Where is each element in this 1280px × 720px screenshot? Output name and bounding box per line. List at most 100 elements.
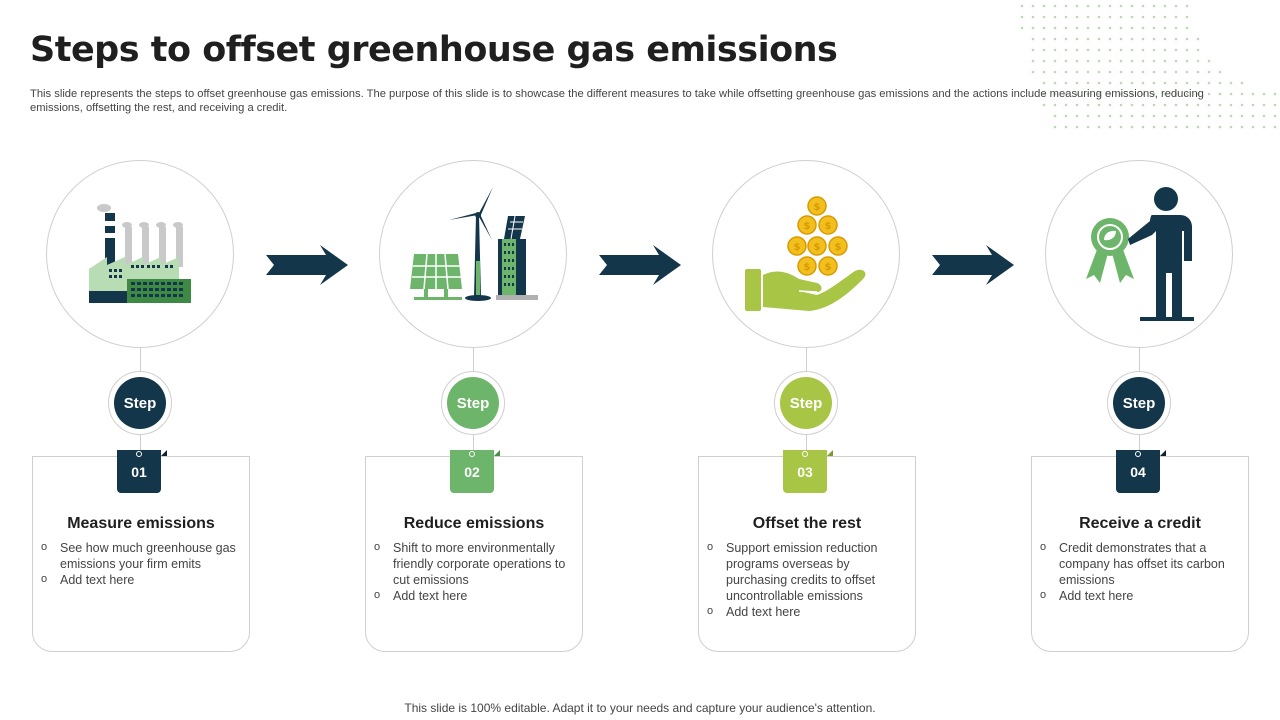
decorative-dot (1152, 92, 1156, 96)
step-badge-ring: Step (1107, 371, 1171, 435)
step-column-2: Step 02 Reduce emissions Shift to more e… (349, 0, 599, 720)
svg-text:$: $ (804, 221, 811, 232)
decorative-dot (1141, 125, 1145, 129)
decorative-dot (1075, 92, 1079, 96)
decorative-dot (1174, 114, 1178, 118)
step-number: 02 (464, 463, 480, 480)
decorative-dot (1031, 70, 1035, 74)
decorative-dot (1229, 103, 1233, 107)
step-badge-ring: Step (774, 371, 838, 435)
decorative-dot (1064, 59, 1068, 63)
decorative-dot (1119, 59, 1123, 63)
decorative-dot (1130, 81, 1134, 85)
decorative-dot (1097, 59, 1101, 63)
decorative-dot (1064, 15, 1068, 19)
decorative-dot (1042, 4, 1046, 8)
decorative-dot (1152, 125, 1156, 129)
decorative-dot (1152, 103, 1156, 107)
decorative-dot (1097, 92, 1101, 96)
step-heading: Offset the rest (752, 515, 862, 532)
decorative-dot (1141, 15, 1145, 19)
decorative-dot (1130, 15, 1134, 19)
svg-text:$: $ (814, 242, 821, 253)
decorative-dot (1086, 26, 1090, 30)
decorative-dot (1163, 48, 1167, 52)
decorative-dot (1163, 125, 1167, 129)
decorative-dot (1020, 26, 1024, 30)
decorative-dot (1064, 48, 1068, 52)
decorative-dot (1097, 26, 1101, 30)
decorative-dot (1152, 4, 1156, 8)
decorative-dot (1152, 70, 1156, 74)
decorative-dot (1042, 15, 1046, 19)
connector-line (473, 348, 474, 371)
decorative-dot (1119, 125, 1123, 129)
step-number: 03 (797, 463, 813, 480)
decorative-dot (1053, 37, 1057, 41)
decorative-dot (1152, 59, 1156, 63)
decorative-dot (1141, 48, 1145, 52)
bullet-item: Add text here (374, 587, 572, 604)
decorative-dot (1174, 81, 1178, 85)
svg-text:$: $ (835, 242, 842, 253)
svg-text:$: $ (825, 262, 832, 273)
decorative-dot (1163, 92, 1167, 96)
decorative-dot (1130, 70, 1134, 74)
decorative-dot (1196, 92, 1200, 96)
decorative-dot (1064, 92, 1068, 96)
decorative-dot (1031, 37, 1035, 41)
connector-line (140, 435, 141, 450)
decorative-dot (1163, 59, 1167, 63)
decorative-dot (1064, 114, 1068, 118)
decorative-dot (1229, 92, 1233, 96)
arrow-right-icon (599, 245, 681, 285)
step-card: 04 Receive a credit Credit demonstrates … (1031, 450, 1249, 652)
svg-text:$: $ (794, 242, 801, 253)
bullet-item: Shift to more environmentally friendly c… (374, 539, 572, 588)
decorative-dot (1218, 125, 1222, 129)
decorative-dot (1020, 4, 1024, 8)
decorative-dot (1075, 114, 1079, 118)
decorative-dot (1130, 125, 1134, 129)
decorative-dot (1185, 81, 1189, 85)
decorative-dot (1229, 125, 1233, 129)
decorative-dot (1064, 125, 1068, 129)
decorative-dot (1053, 92, 1057, 96)
decorative-dot (1251, 92, 1255, 96)
decorative-dot (1108, 4, 1112, 8)
icon-circle: $$$ $$$ $$ (712, 160, 900, 348)
decorative-dot (1229, 81, 1233, 85)
decorative-dot (1031, 59, 1035, 63)
step-heading: Measure emissions (67, 515, 215, 532)
decorative-dot (1020, 15, 1024, 19)
step-card: 03 Offset the rest Support emission redu… (698, 450, 916, 652)
decorative-dot (1119, 103, 1123, 107)
decorative-dot (1207, 70, 1211, 74)
decorative-dot (1163, 103, 1167, 107)
footer-note: This slide is 100% editable. Adapt it to… (404, 701, 876, 715)
decorative-dot (1262, 92, 1266, 96)
decorative-dot (1130, 92, 1134, 96)
step-badge-ring: Step (108, 371, 172, 435)
decorative-dot (1174, 125, 1178, 129)
decorative-dot (1152, 37, 1156, 41)
decorative-dot (1053, 15, 1057, 19)
decorative-dot (1174, 59, 1178, 63)
decorative-dot (1042, 92, 1046, 96)
decorative-dot (1108, 37, 1112, 41)
step-number-tag: 04 (1116, 450, 1166, 493)
decorative-dot (1075, 59, 1079, 63)
decorative-dot (1174, 15, 1178, 19)
decorative-dot (1262, 125, 1266, 129)
step-number: 04 (1130, 463, 1146, 480)
decorative-dot (1251, 125, 1255, 129)
decorative-dot (1119, 37, 1123, 41)
connector-line (1139, 348, 1140, 371)
icon-circle (46, 160, 234, 348)
decorative-dot (1086, 92, 1090, 96)
decorative-dot (1053, 4, 1057, 8)
decorative-dot (1218, 70, 1222, 74)
step-bullets: Support emission reduction programs over… (707, 539, 905, 620)
decorative-dot (1174, 48, 1178, 52)
step-badge-ring: Step (441, 371, 505, 435)
